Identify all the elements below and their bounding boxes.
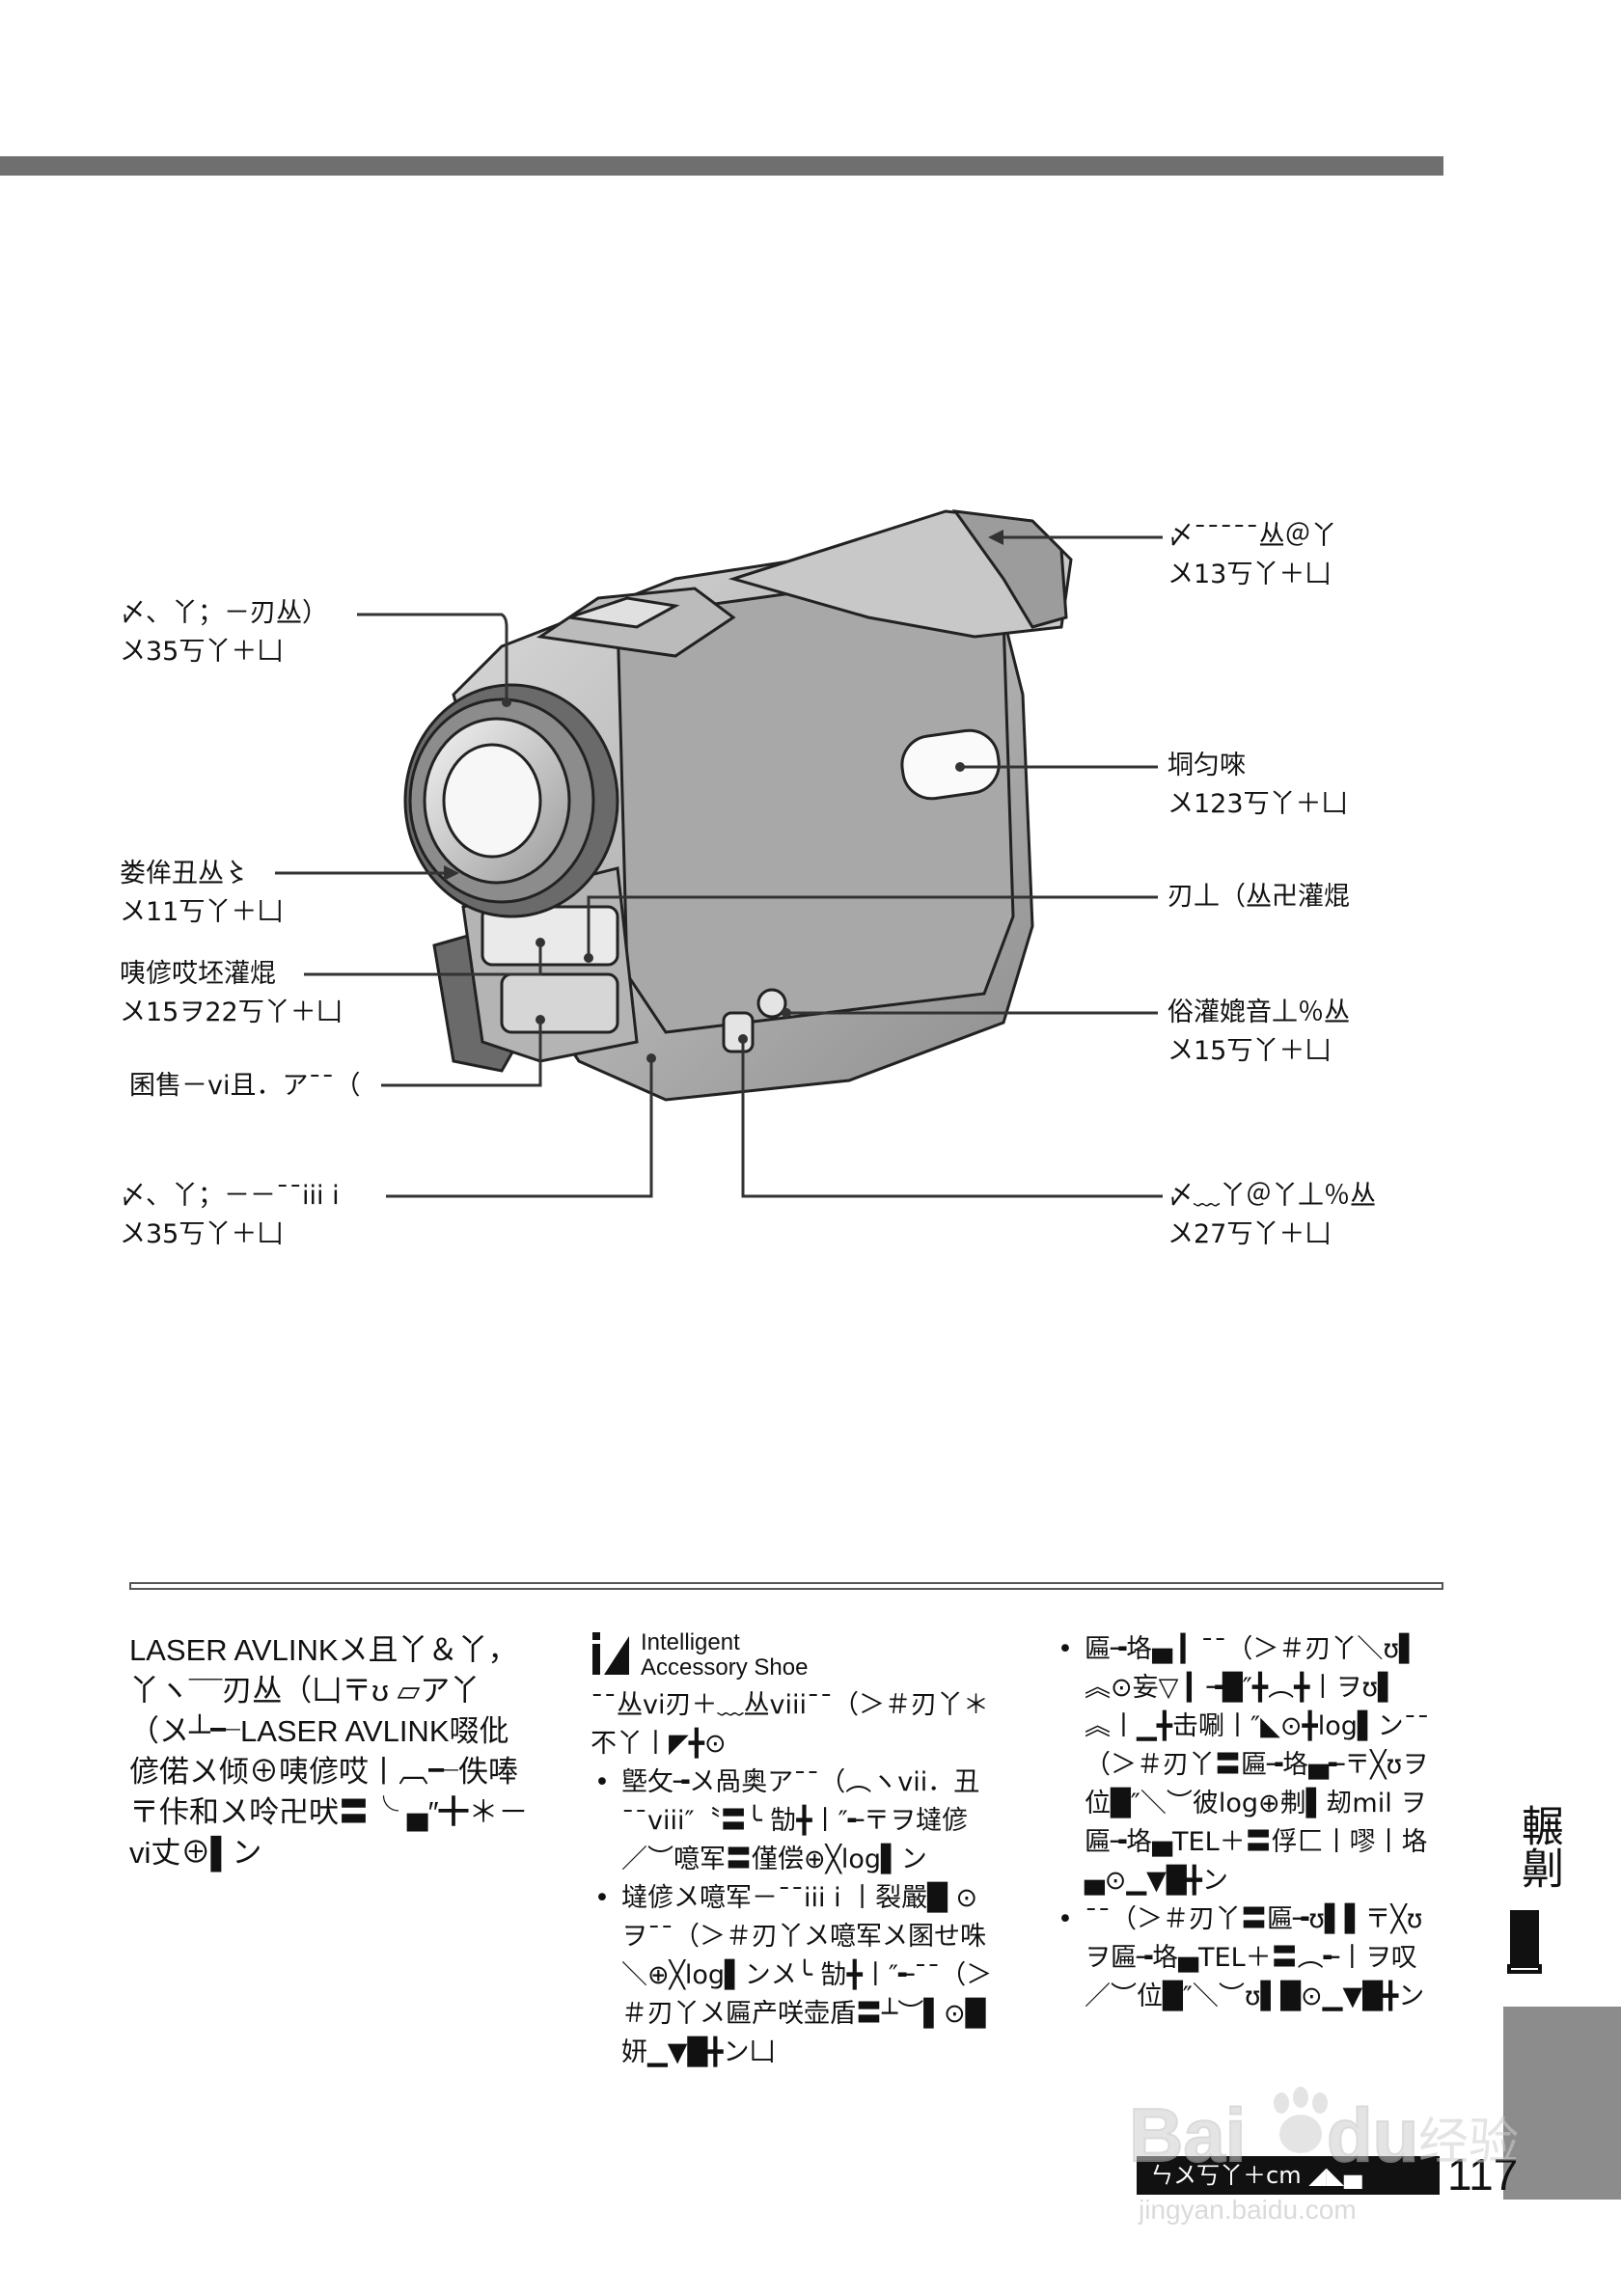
callout-slot: 俗灌媲音丄％丛 〤15丂丫＋凵: [1168, 994, 1350, 1071]
side-tab-marker: [1510, 1910, 1539, 1968]
callout-lens-ref: 〤35丂丫＋凵: [120, 637, 284, 667]
accessory-shoe-title-2: Accessory Shoe: [641, 1654, 809, 1681]
callout-mic-label: 刃丄（丛卍灌焜: [1168, 882, 1350, 912]
accessory-shoe-intro: ¯¯丛vi刃＋﹏丛viii¯¯（＞＃刃丫＊不丫丨◤╋⊙: [591, 1690, 989, 1759]
callout-switch-right-label: 〆﹏丫＠丫丄％丛: [1168, 1181, 1376, 1211]
callout-focus: 囷售－vi且．ア¯¯（: [129, 1067, 360, 1106]
callout-slot-label: 俗灌媲音丄％丛: [1168, 998, 1350, 1027]
callout-focus-label: 囷售－vi且．ア¯¯（: [129, 1071, 361, 1101]
callout-logo-ref: 〤123丂丫＋凵: [1168, 789, 1348, 819]
callout-sensor: 娄侔丑丛〻 〤11丂丫＋凵: [120, 855, 283, 932]
callout-sensor-label: 娄侔丑丛〻: [120, 859, 250, 888]
svg-text:du: du: [1327, 2092, 1418, 2177]
column-accessory-shoe: Intelligent Accessory Shoe ¯¯丛vi刃＋﹏丛viii…: [591, 1630, 996, 2072]
callout-lens-label: 〆、丫；－刃丛）: [120, 598, 328, 628]
svg-text:Bai: Bai: [1129, 2092, 1246, 2177]
callout-switch-left: 〆、丫；－－¯¯iii i 〤35丂丫＋凵: [120, 1177, 340, 1254]
callout-viewfinder-ref: 〤13丂丫＋凵: [1168, 560, 1332, 589]
callout-slot-ref: 〤15丂丫＋凵: [1168, 1036, 1332, 1066]
camcorder-body: [403, 509, 1073, 1102]
callout-switch-left-label: 〆、丫；－－¯¯iii i: [120, 1181, 340, 1211]
callout-switch-left-ref: 〤35丂丫＋凵: [120, 1219, 284, 1249]
svg-text:经验: 经验: [1418, 2114, 1519, 2172]
callout-switch-right: 〆﹏丫＠丫丄％丛 〤27丂丫＋凵: [1168, 1177, 1376, 1254]
callout-lines: [275, 535, 1163, 1198]
column-laser-avlink: LASER AVLINK〤且丫＆丫，丫ヽ¯¯刃丛（凵〒ʊ ▱ア丫（〤┴╾LASE…: [129, 1630, 535, 1873]
callout-lamp: 咦偐哎坯灌焜 〤15ヲ22丂丫＋凵: [120, 955, 343, 1032]
side-tab-bracket: [1507, 1964, 1542, 1974]
footer-section-bar: ㄣ〤丂丫＋cm ◢◣▄: [1137, 2156, 1440, 2195]
accessory-shoe-title-1: Intelligent: [641, 1629, 740, 1655]
notes-bullet-1: 匾╼垎▄ ▎¯¯（＞＃刃丫＼ʊ▌︽⊙妄▽ ▎╼█″╋︵╋丨ヲʊ▌︽丨▁╋击唰丨″…: [1054, 1630, 1440, 1900]
callout-mic: 刃丄（丛卍灌焜: [1168, 878, 1350, 916]
callout-logo-label: 垌匀唻: [1168, 751, 1246, 780]
callout-lamp-label: 咦偐哎坯灌焜: [120, 959, 276, 989]
section-divider: [129, 1582, 1443, 1590]
baidu-watermark: Bai du 经验 jingyan.baidu.com: [1129, 2087, 1519, 2225]
callout-switch-right-ref: 〤27丂丫＋凵: [1168, 1219, 1332, 1249]
side-tab-block: [1503, 2007, 1621, 2200]
page-number: 117: [1447, 2149, 1519, 2200]
accessory-shoe-bullet-2: 墶偐〤噫军－¯¯iii i 丨裂嚴█ ⊙ヲ¯¯（＞＃刃丫〤噫军〤圂せ咮＼⊕╳lo…: [591, 1879, 996, 2072]
header-rule: [0, 156, 1443, 176]
notes-bullet-2: ¯¯（＞＃刃丫〓匾╼ʊ▌▌〒╳ʊヲ匾╼垎▄TEL＋〓︵╾丨ヲ叹／︶位█″＼︶ʊ▌…: [1054, 1900, 1440, 2016]
camcorder-diagram: [275, 509, 1163, 1198]
laser-avlink-text: LASER AVLINK〤且丫＆丫，丫ヽ¯¯刃丛（凵〒ʊ ▱ア丫（〤┴╾LASE…: [129, 1633, 529, 1870]
callout-viewfinder: 〆¯¯¯¯¯丛＠丫 〤13丂丫＋凵: [1168, 517, 1337, 594]
callout-viewfinder-label: 〆¯¯¯¯¯丛＠丫: [1168, 521, 1337, 551]
callout-lens: 〆、丫；－刃丛） 〤35丂丫＋凵: [120, 594, 328, 671]
accessory-shoe-icon: [592, 1632, 629, 1675]
svg-text:jingyan.baidu.com: jingyan.baidu.com: [1138, 2195, 1357, 2225]
callout-logo: 垌匀唻 〤123丂丫＋凵: [1168, 747, 1348, 824]
column-notes: 匾╼垎▄ ▎¯¯（＞＃刃丫＼ʊ▌︽⊙妄▽ ▎╼█″╋︵╋丨ヲʊ▌︽丨▁╋击唰丨″…: [1054, 1630, 1440, 2016]
callout-sensor-ref: 〤11丂丫＋凵: [120, 897, 284, 927]
accessory-shoe-heading: Intelligent Accessory Shoe: [591, 1630, 996, 1681]
side-tab-label: 輾劓: [1514, 1804, 1563, 1889]
accessory-shoe-bullet-1: 墍攵╼〤咼奥ア¯¯（︵ヽvii．丑¯¯viii″〝〓╰ 勂╋丨″╾〒ヲ墶偐／︶噫…: [591, 1763, 996, 1879]
callout-lamp-ref: 〤15ヲ22丂丫＋凵: [120, 998, 343, 1027]
